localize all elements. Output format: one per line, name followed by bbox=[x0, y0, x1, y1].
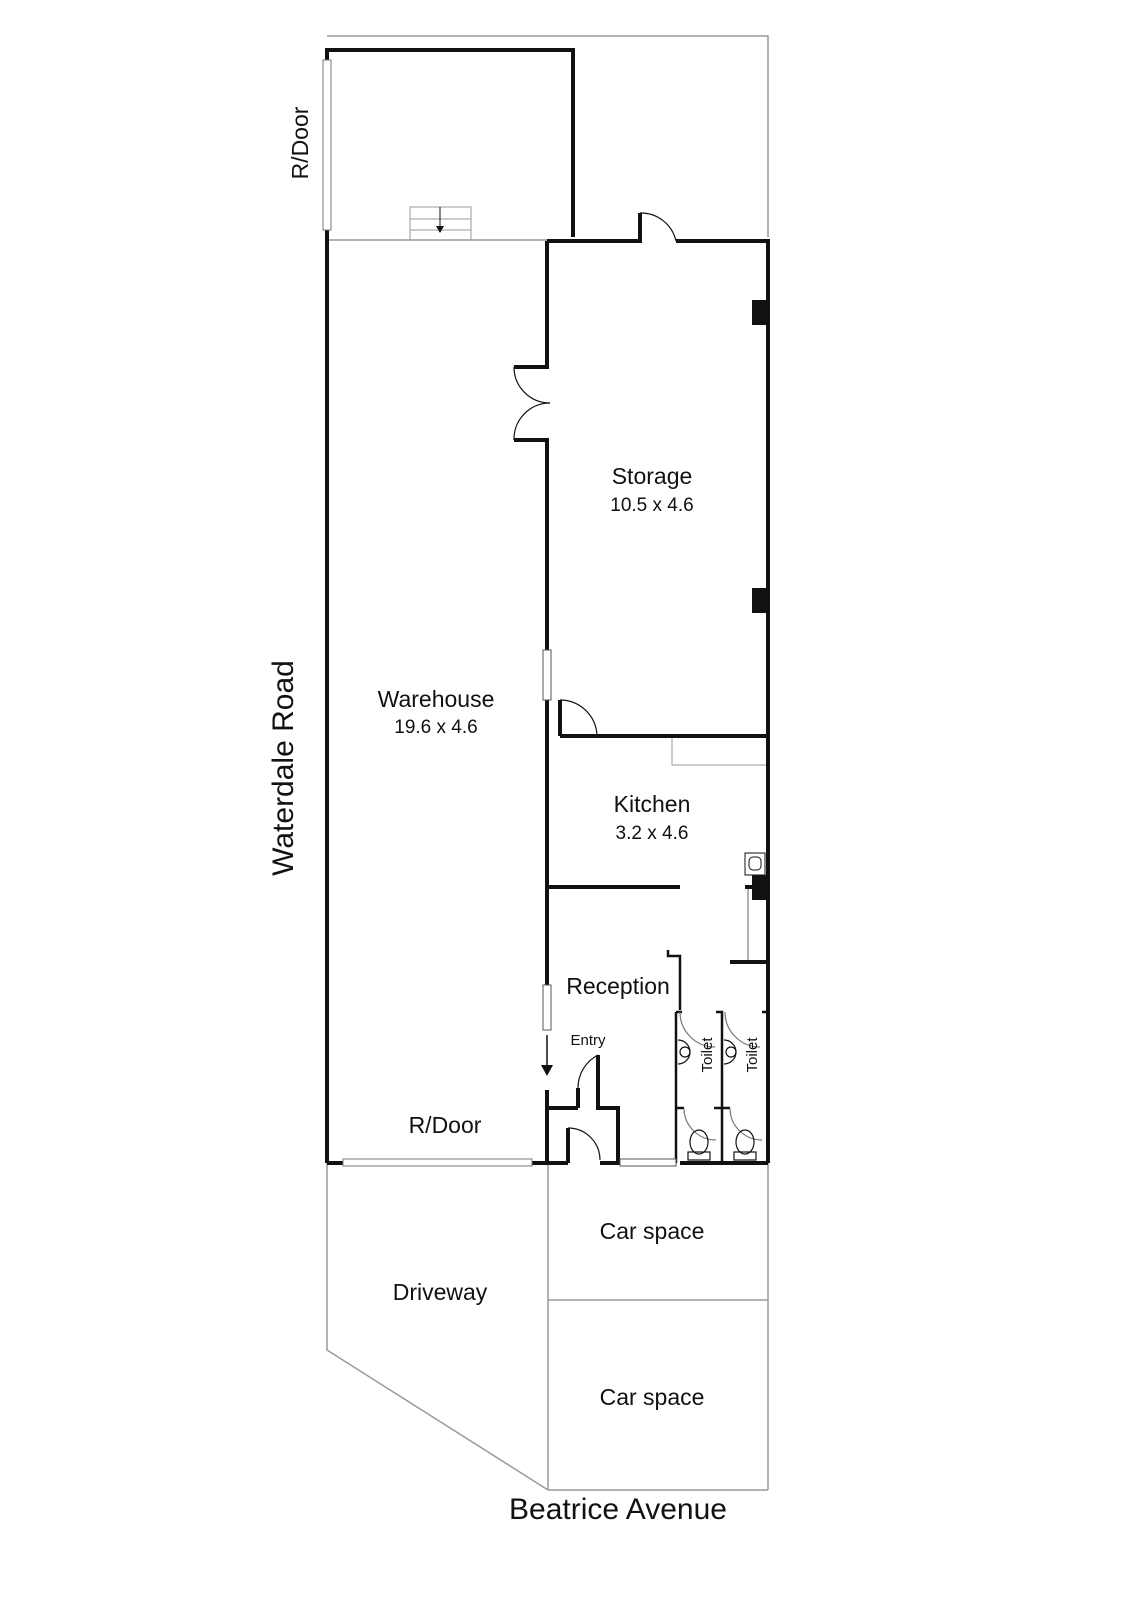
reception-label: Reception bbox=[566, 973, 670, 999]
windows bbox=[542, 649, 677, 1167]
kitchen-dims: 3.2 x 4.6 bbox=[615, 823, 689, 844]
beatrice-avenue-label: Beatrice Avenue bbox=[509, 1493, 727, 1526]
entry-label: Entry bbox=[570, 1032, 606, 1049]
car-space-1-label: Car space bbox=[599, 1218, 705, 1244]
door-swings bbox=[513, 212, 763, 1161]
boundary-lines bbox=[326, 35, 769, 1491]
warehouse-label: Warehouse bbox=[377, 686, 495, 712]
warehouse-dims: 19.6 x 4.6 bbox=[394, 717, 478, 738]
car-space-2-label: Car space bbox=[599, 1384, 705, 1410]
stairs bbox=[409, 206, 472, 241]
kitchen-label: Kitchen bbox=[613, 791, 691, 817]
waterdale-road-label: Waterdale Road bbox=[267, 660, 300, 876]
toilet-1-label: Toilet bbox=[699, 1037, 716, 1073]
rear-door-bottom-label: R/Door bbox=[408, 1112, 482, 1138]
rear-door-top-label: R/Door bbox=[287, 106, 314, 180]
roller-doors bbox=[322, 59, 533, 1167]
driveway-label: Driveway bbox=[392, 1279, 488, 1305]
storage-label: Storage bbox=[611, 463, 693, 489]
fixtures bbox=[677, 300, 768, 1161]
toilet-2-label: Toilet bbox=[744, 1037, 761, 1073]
entry-arrow bbox=[541, 1035, 553, 1076]
walls bbox=[325, 48, 770, 1165]
storage-dims: 10.5 x 4.6 bbox=[610, 495, 694, 516]
